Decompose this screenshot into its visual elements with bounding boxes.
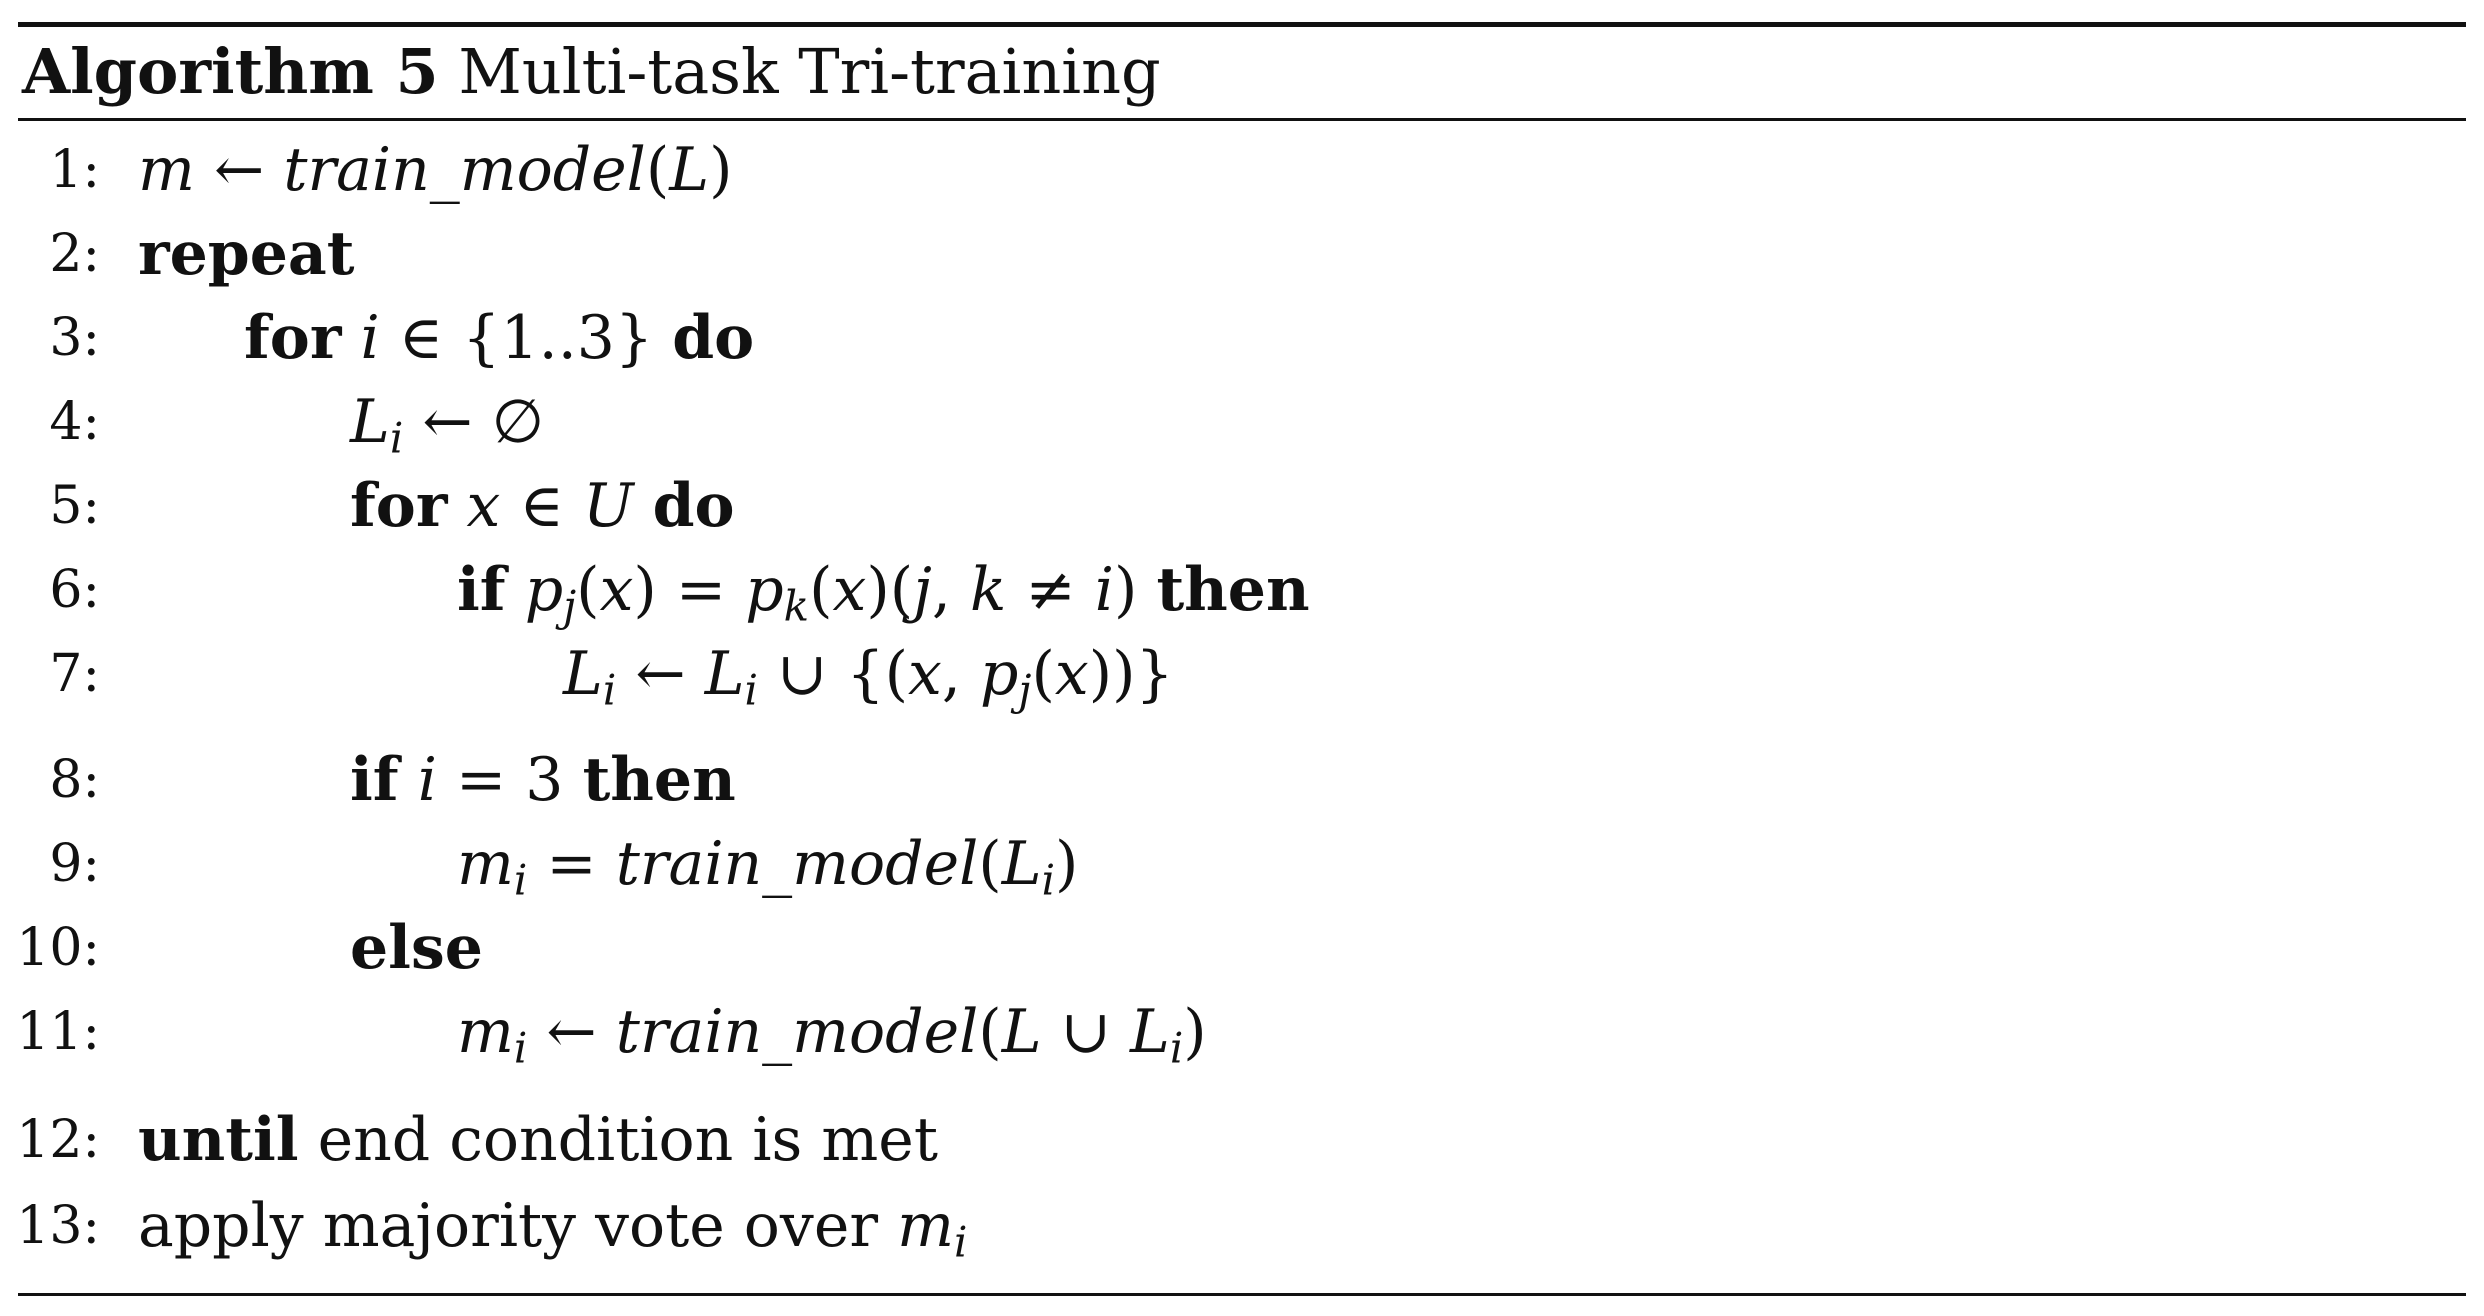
keyword-repeat: repeat xyxy=(138,219,355,289)
line-text: Li ← ∅ xyxy=(350,387,544,463)
algorithm-line-10: 10: else xyxy=(0,908,2484,988)
line-number: 2: xyxy=(49,224,100,284)
algorithm-title: Multi-task Tri-training xyxy=(458,35,1161,108)
algorithm-line-1: 1: m ← train_model(L) xyxy=(0,130,2484,210)
keyword-until: until xyxy=(138,1105,299,1175)
line-text: Li ← Li ∪ {(x, pj(x))} xyxy=(563,639,1174,715)
algorithm-line-5: 5: for x ∈ U do xyxy=(0,466,2484,546)
algorithm-label: Algorithm 5 xyxy=(22,35,439,108)
algorithm-line-2: 2: repeat xyxy=(0,214,2484,294)
algorithm-line-11: 11: mi ← train_model(L ∪ Li) xyxy=(0,992,2484,1073)
until-condition: end condition is met xyxy=(317,1105,938,1175)
line-number: 10: xyxy=(16,918,100,978)
line-text: m ← train_model(L) xyxy=(138,135,733,205)
line-number: 7: xyxy=(49,644,100,704)
algorithm-line-7: 7: Li ← Li ∪ {(x, pj(x))} xyxy=(0,634,2484,715)
line-number: 6: xyxy=(49,560,100,620)
line-number: 3: xyxy=(49,308,100,368)
caption-rule xyxy=(18,118,2466,121)
line-number: 11: xyxy=(16,1002,100,1062)
algorithm-line-12: 12: until end condition is met xyxy=(0,1100,2484,1180)
line-number: 13: xyxy=(16,1196,100,1256)
line-text: for x ∈ U do xyxy=(350,471,735,541)
algorithm-line-4: 4: Li ← ∅ xyxy=(0,382,2484,463)
bottom-rule xyxy=(18,1293,2466,1296)
algorithm-line-6: 6: if pj(x) = pk(x)(j, k ≠ i) then xyxy=(0,550,2484,631)
line-text: until end condition is met xyxy=(138,1100,938,1180)
line-number: 8: xyxy=(49,750,100,810)
line-number: 12: xyxy=(16,1110,100,1170)
algorithm-line-13: 13: apply majority vote over mi xyxy=(0,1186,2484,1267)
line-text: if pj(x) = pk(x)(j, k ≠ i) then xyxy=(457,555,1310,631)
line-text: if i = 3 then xyxy=(350,745,736,815)
keyword-else: else xyxy=(350,913,483,983)
line-number: 4: xyxy=(49,392,100,452)
line-text: for i ∈ {1..3} do xyxy=(244,303,755,373)
algorithm-line-3: 3: for i ∈ {1..3} do xyxy=(0,298,2484,378)
algorithm-line-8: 8: if i = 3 then xyxy=(0,740,2484,820)
algorithm-line-9: 9: mi = train_model(Li) xyxy=(0,824,2484,905)
top-rule xyxy=(18,22,2466,27)
algorithm-caption: Algorithm 5 Multi-task Tri-training xyxy=(22,28,1161,116)
line-number: 9: xyxy=(49,834,100,894)
line-text: apply majority vote over mi xyxy=(138,1191,968,1267)
line-number: 5: xyxy=(49,476,100,536)
line-number: 1: xyxy=(49,140,100,200)
line-text: mi ← train_model(L ∪ Li) xyxy=(457,997,1207,1073)
line-text: mi = train_model(Li) xyxy=(457,829,1079,905)
